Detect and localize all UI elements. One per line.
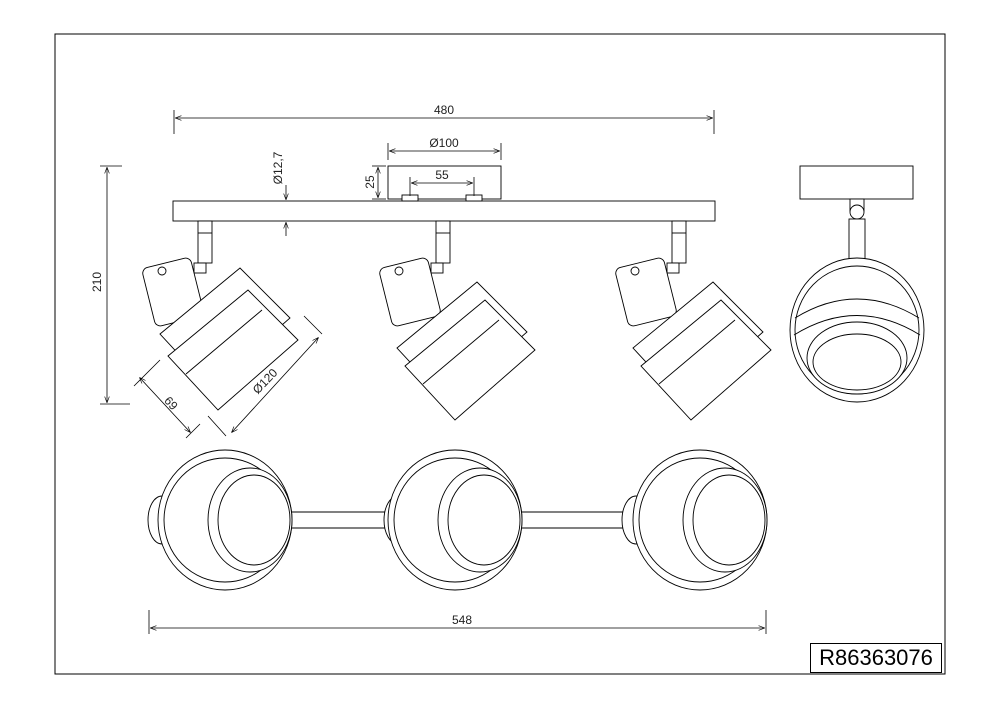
dim-mount-spacing: 55 bbox=[435, 168, 449, 182]
spotlight-center bbox=[379, 220, 536, 421]
dim-shade-depth: 69 bbox=[161, 394, 181, 414]
dim-canopy-diameter: Ø100 bbox=[429, 136, 459, 150]
dim-top-view-length: 548 bbox=[452, 613, 472, 627]
top-spotlight-right bbox=[621, 449, 768, 591]
dim-total-length: 480 bbox=[434, 103, 454, 117]
side-view bbox=[789, 165, 925, 403]
dim-total-height: 210 bbox=[90, 272, 104, 292]
top-spotlight-center bbox=[383, 449, 523, 591]
spotlight-left bbox=[142, 220, 299, 411]
top-spotlight-left bbox=[147, 449, 293, 591]
spotlight-right bbox=[615, 220, 772, 421]
canopy bbox=[387, 165, 502, 200]
side-canopy bbox=[799, 165, 914, 200]
dim-canopy-height: 25 bbox=[363, 175, 377, 189]
product-code: R86363076 bbox=[810, 643, 942, 673]
mounting-bar bbox=[172, 200, 716, 222]
front-view bbox=[142, 165, 772, 421]
dim-bar-diameter: Ø12,7 bbox=[271, 151, 285, 184]
dimension-lines bbox=[100, 110, 767, 634]
top-view bbox=[147, 449, 768, 591]
drawing-frame bbox=[54, 33, 946, 675]
